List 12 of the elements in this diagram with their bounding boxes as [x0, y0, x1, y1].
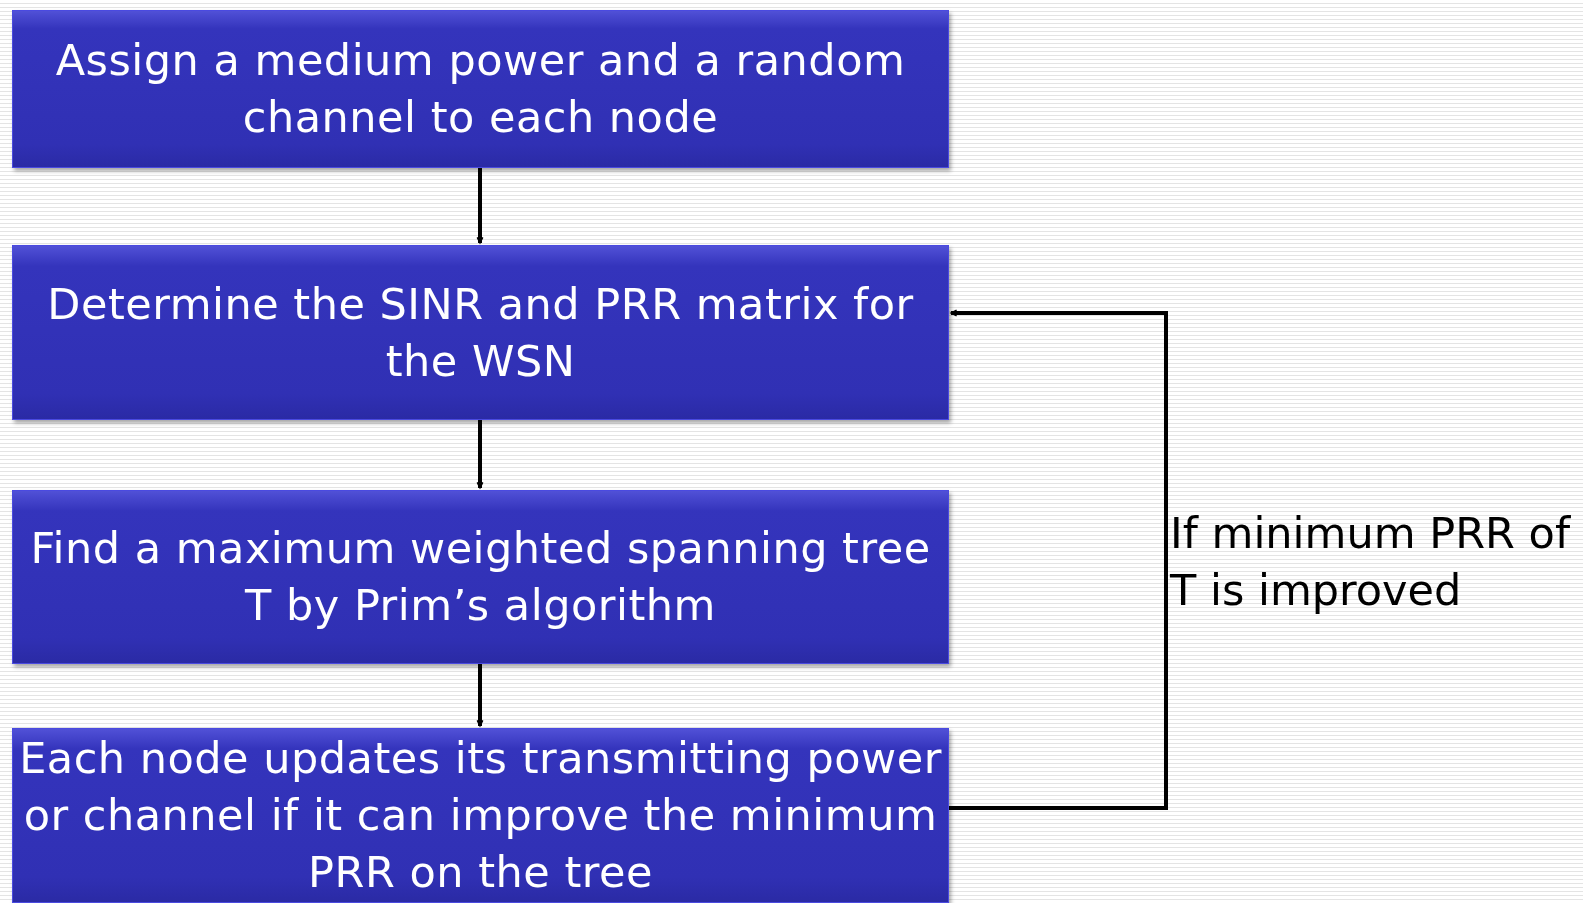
- feedback-arrow: [949, 309, 1168, 810]
- step-text: Assign a medium power and a random channel to each node: [54, 34, 907, 144]
- process-box: [12, 490, 949, 664]
- process-box: [12, 10, 949, 168]
- edge-label: If minimum PRR of T is improved: [1170, 507, 1572, 617]
- arrow: [476, 664, 484, 727]
- arrow: [476, 420, 484, 489]
- process-box: [12, 245, 949, 420]
- step-text: Find a maximum weighted spanning tree T by Prim’s algorithm: [29, 522, 932, 632]
- step-text: Determine the SINR and PRR matrix for the WSN: [46, 277, 915, 388]
- arrow: [476, 168, 484, 244]
- step-text: Each node updates its transmitting power or channel if it can improve the minimum PRR on the tree: [18, 732, 943, 899]
